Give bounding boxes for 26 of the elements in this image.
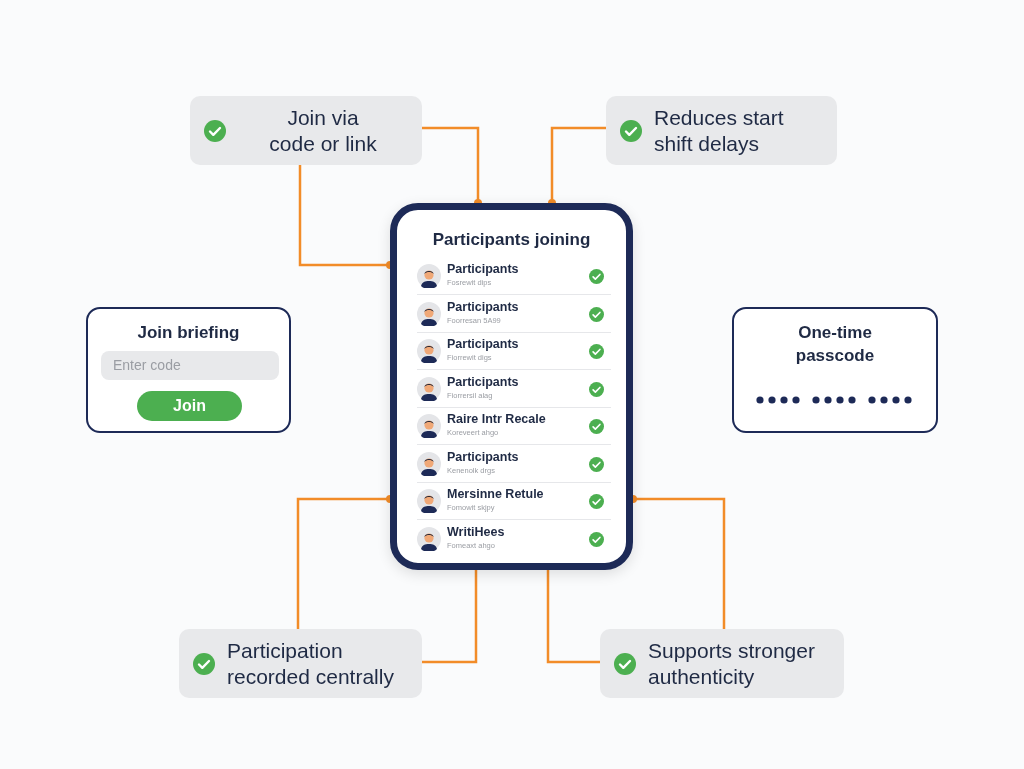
login-card: [732, 307, 938, 433]
participant-name: Participants: [447, 337, 519, 351]
participant-name: Mersinne Retule: [447, 487, 544, 501]
participant-name: WritiHees: [447, 524, 505, 539]
participant-name: Participants: [447, 262, 519, 276]
benefit-box: [190, 96, 422, 165]
participant-name: Raire Intr Recale: [447, 412, 546, 426]
participant-name: Participants: [447, 374, 519, 389]
input-field: Enter code: [101, 351, 279, 380]
benefit-text: Supports stronger authenticity: [648, 637, 816, 690]
connector-line: [546, 570, 600, 664]
join-button: Join: [137, 391, 242, 421]
screen-title: Participants joining: [431, 230, 592, 250]
connector-line: [422, 570, 478, 664]
participant-name: Participants: [447, 449, 519, 464]
card-title: One-time passcode: [794, 322, 876, 367]
benefit-box: [600, 629, 844, 698]
benefit-box: [606, 96, 837, 165]
phone-screen: [390, 203, 633, 570]
benefit-text: Join via code or link: [268, 104, 378, 157]
benefit-text: Participation recorded centrally: [227, 637, 395, 690]
card-title: Join briefing: [136, 322, 241, 344]
benefit-text: Reduces start shift delays: [654, 104, 785, 157]
login-card: [86, 307, 291, 433]
participant-name: Participants: [447, 299, 519, 314]
benefit-box: [179, 629, 422, 698]
